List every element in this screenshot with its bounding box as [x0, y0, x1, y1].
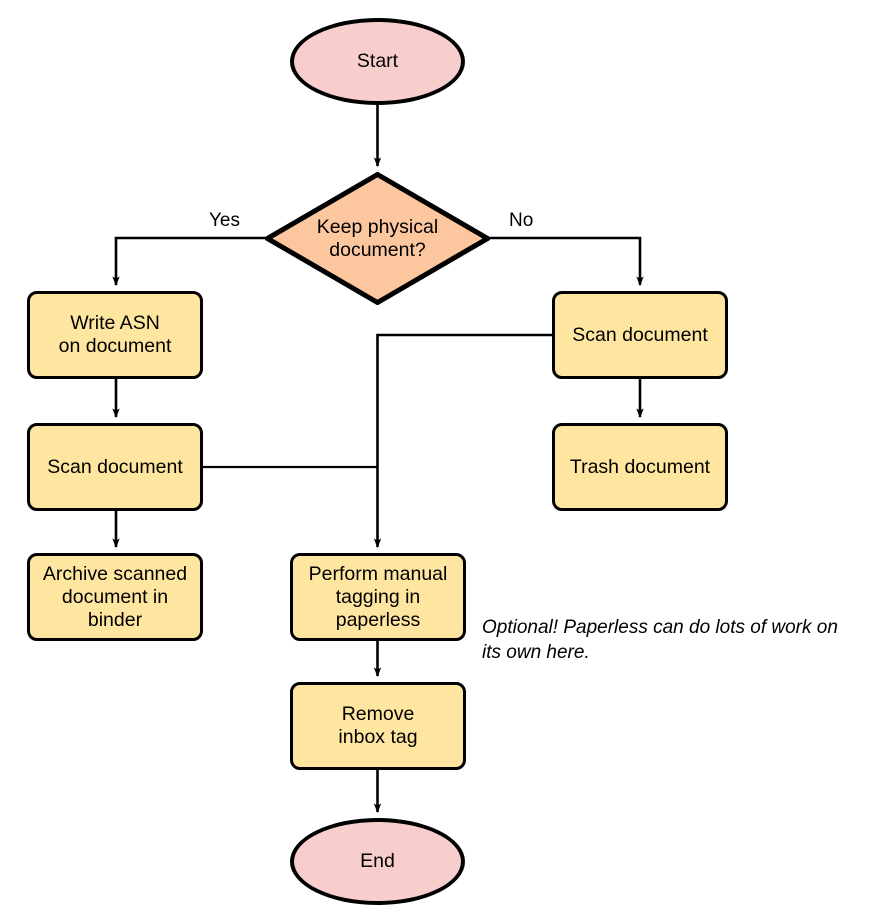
node-archive-label: Archive scanned document in binder [42, 562, 188, 631]
node-archive-scanned-document-in-binder[interactable]: Archive scanned document in binder [27, 553, 203, 641]
node-end-label: End [360, 850, 395, 872]
edge-label-no-text: No [509, 210, 534, 231]
edge-decision-no-to-scan-right [490, 236, 644, 286]
node-start-label: Start [356, 50, 399, 72]
node-scan-document-right[interactable]: Scan document [552, 291, 728, 379]
diamond-shape [265, 172, 490, 305]
node-decision-keep-physical-document[interactable]: Keep physical document? [265, 172, 490, 305]
node-remove-inbox-tag-label: Remove inbox tag [338, 703, 418, 748]
edge-label-yes-text: Yes [209, 210, 240, 231]
node-trash-document[interactable]: Trash document [552, 423, 728, 511]
node-trash-document-label: Trash document [569, 455, 711, 478]
edge-label-yes: Yes [209, 210, 240, 232]
edge-decision-yes-to-write-asn [112, 236, 265, 286]
node-perform-manual-tagging[interactable]: Perform manual tagging in paperless [290, 553, 466, 641]
node-decision-label: Keep physical document? [316, 215, 439, 261]
node-perform-manual-tagging-label: Perform manual tagging in paperless [308, 562, 448, 631]
edge-label-no: No [509, 210, 533, 232]
annotation-optional-note: Optional! Paperless can do lots of work … [482, 589, 882, 666]
node-scan-document-right-label: Scan document [572, 323, 708, 346]
node-write-asn-on-document[interactable]: Write ASN on document [27, 291, 203, 379]
node-start[interactable]: Start [290, 18, 465, 105]
node-remove-inbox-tag[interactable]: Remove inbox tag [290, 682, 466, 770]
annotation-optional-note-text: Optional! Paperless can do lots of work … [482, 616, 838, 664]
edge-scan-right-to-manual-tagging [373, 333, 552, 548]
node-scan-document-left-label: Scan document [47, 455, 183, 478]
node-scan-document-left[interactable]: Scan document [27, 423, 203, 511]
node-write-asn-label: Write ASN on document [58, 312, 172, 357]
node-end[interactable]: End [290, 818, 465, 905]
